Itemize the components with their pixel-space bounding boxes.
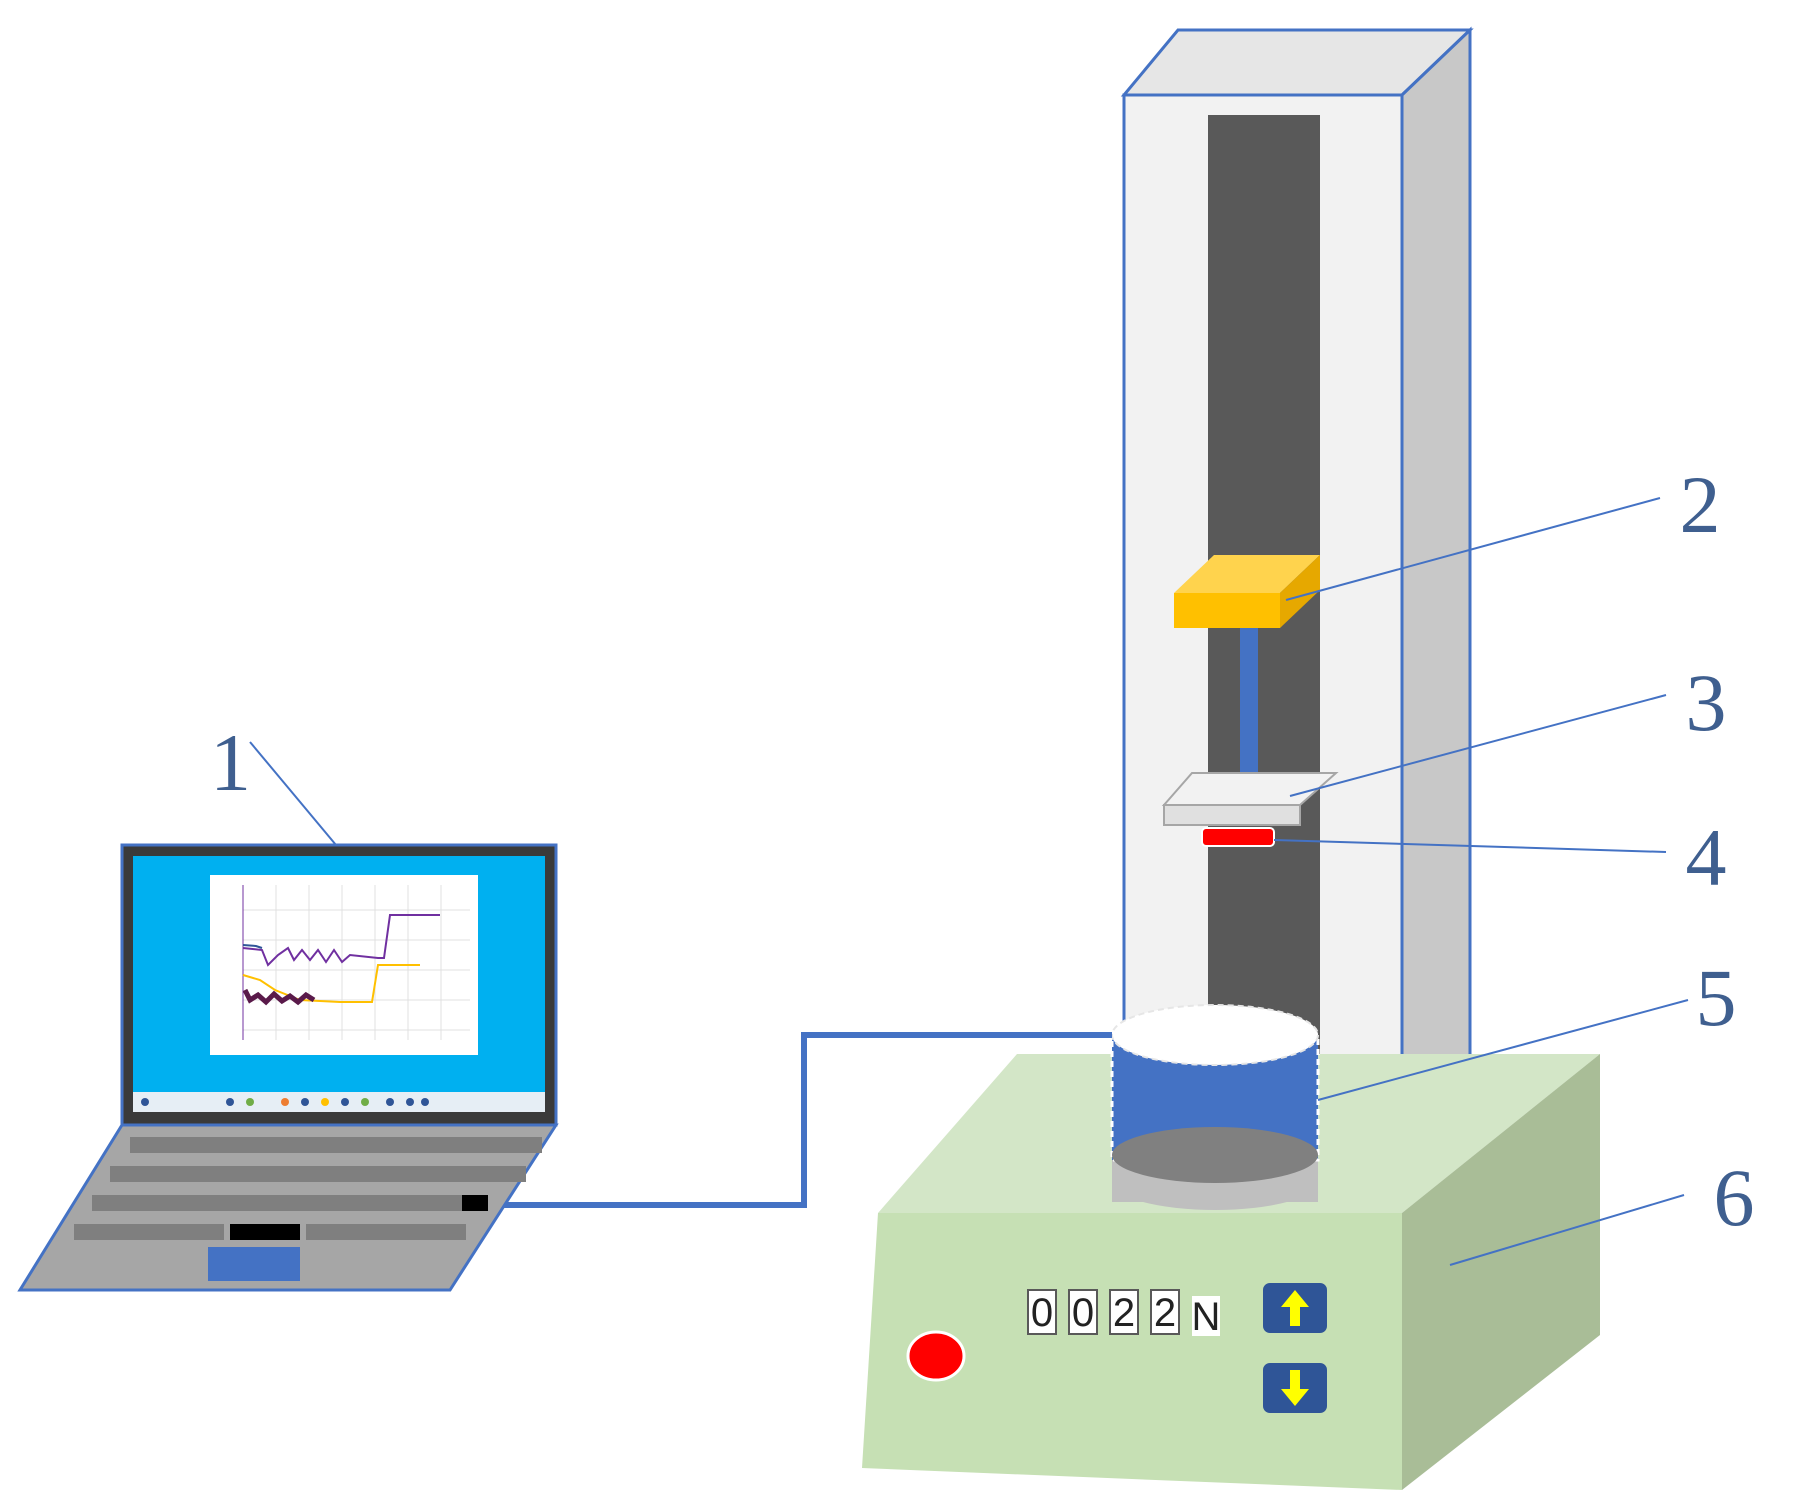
force-display: 0 0 2 2 N	[1027, 1289, 1221, 1339]
leader-line-4	[1273, 839, 1667, 853]
control-panel: 0 0 2 2 N	[906, 1281, 1329, 1415]
callout-2: 2	[1680, 459, 1721, 550]
crosshead-top	[1174, 555, 1320, 593]
leader-line-5	[1317, 999, 1689, 1101]
key-row-3-end	[462, 1195, 488, 1211]
callout-4: 4	[1686, 812, 1727, 903]
leader-line-2	[1285, 497, 1661, 601]
power-button[interactable]	[906, 1330, 966, 1382]
taskbar-icon	[361, 1098, 369, 1106]
taskbar-icon	[246, 1098, 254, 1106]
taskbar-icon	[341, 1098, 349, 1106]
callout-6: 6	[1714, 1152, 1755, 1243]
taskbar-icon	[321, 1098, 329, 1106]
display-digit-3: 2	[1113, 1291, 1135, 1335]
laptop-keys	[74, 1137, 542, 1240]
display-digit-box	[1068, 1289, 1098, 1335]
display-digit-box	[1150, 1289, 1180, 1335]
data-cable	[500, 1032, 1112, 1208]
display-digit-box	[1109, 1289, 1139, 1335]
callout-1: 1	[210, 717, 251, 808]
taskbar-icon	[226, 1098, 234, 1106]
display-unit-box	[1192, 1296, 1220, 1336]
arrow-up-icon	[1281, 1290, 1309, 1326]
display-digit-2: 0	[1072, 1291, 1094, 1335]
touchpad	[208, 1247, 300, 1281]
column-side	[1400, 26, 1472, 1134]
crosshead-side	[1280, 555, 1320, 628]
probe-red	[1201, 827, 1275, 847]
chart-window	[210, 875, 478, 1055]
down-button[interactable]	[1261, 1361, 1329, 1415]
space-bar	[230, 1224, 300, 1240]
up-button[interactable]	[1261, 1281, 1329, 1335]
display-digit-4: 2	[1154, 1291, 1176, 1335]
callout-3: 3	[1686, 657, 1727, 748]
taskbar-icon	[406, 1098, 414, 1106]
leader-line-6	[1449, 1194, 1685, 1266]
callout-5: 5	[1696, 952, 1737, 1043]
key-row-4-left	[74, 1224, 224, 1240]
display-digit-1: 0	[1031, 1291, 1053, 1335]
taskbar-icon	[141, 1098, 149, 1106]
taskbar-icon	[281, 1098, 289, 1106]
leader-line-3	[1289, 694, 1667, 797]
key-row-1	[130, 1137, 542, 1153]
arrow-down-icon	[1281, 1370, 1309, 1406]
taskbar-icon	[421, 1098, 429, 1106]
chart-trace-purple	[242, 914, 440, 967]
display-unit: N	[1192, 1295, 1221, 1339]
laptop	[17, 843, 559, 1292]
compression-plate-front	[1163, 804, 1301, 826]
base-side	[1402, 1054, 1600, 1490]
container-rim	[1111, 1004, 1319, 1066]
chart-trace-blue	[242, 944, 263, 949]
key-row-4-right	[306, 1224, 466, 1240]
crosshead-assembly	[1161, 555, 1339, 847]
leader-line-1	[249, 741, 337, 846]
leader-lines	[249, 497, 1689, 1266]
display-digit-box	[1027, 1289, 1057, 1335]
key-row-3	[92, 1195, 462, 1211]
taskbar-icon	[301, 1098, 309, 1106]
taskbar	[133, 1092, 545, 1112]
key-row-2	[110, 1166, 526, 1182]
taskbar-icon	[386, 1098, 394, 1106]
load-rod	[1240, 628, 1258, 793]
container-bottom	[1112, 1127, 1318, 1183]
chart-trace-dark	[242, 988, 316, 1006]
sample-container	[1110, 1004, 1320, 1210]
taskbar-icons	[141, 1098, 429, 1106]
screen-chart-window	[210, 875, 478, 1055]
crosshead-front	[1174, 593, 1280, 628]
chart-trace-yellow	[242, 964, 420, 1003]
